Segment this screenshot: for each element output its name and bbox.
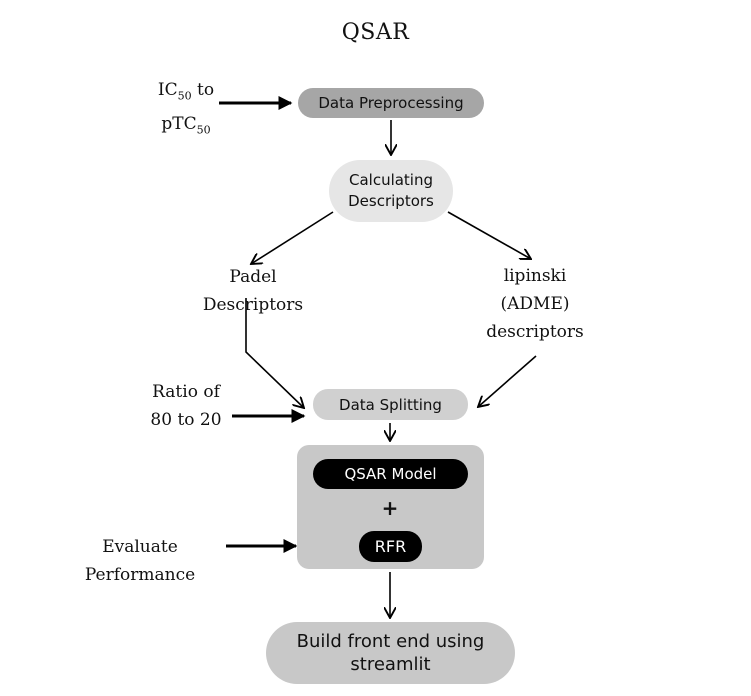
evaluate-performance-label: Evaluate Performance: [84, 537, 196, 585]
arrow-lipinski-to-splitting: [478, 355, 537, 407]
ratio-label: Ratio of 80 to 20: [150, 382, 222, 430]
node-rfr: RFR: [359, 531, 422, 562]
lipinski-descriptors-label: lipinski (ADME) descriptors: [486, 266, 584, 342]
arrow-calculating-to-padel: [251, 211, 334, 264]
plus-sign: +: [381, 496, 399, 520]
padel-descriptors-label: Padel Descriptors: [202, 267, 304, 315]
ic50-label: IC50 to pTC50: [150, 76, 222, 145]
diagram-title: QSAR: [341, 20, 410, 45]
node-build-front-end: Build front end using streamlit: [266, 622, 515, 684]
node-data-splitting: Data Splitting: [313, 389, 468, 420]
arrow-calculating-to-lipinski: [447, 211, 531, 259]
node-data-preprocessing: Data Preprocessing: [298, 88, 484, 118]
arrow-padel-to-splitting: [245, 298, 304, 408]
node-calculating-descriptors: Calculating Descriptors: [329, 160, 453, 222]
ic50-line-2: pTC50: [161, 114, 211, 137]
node-qsar-model: QSAR Model: [313, 459, 468, 489]
ic50-line-1: IC50 to: [157, 80, 215, 103]
